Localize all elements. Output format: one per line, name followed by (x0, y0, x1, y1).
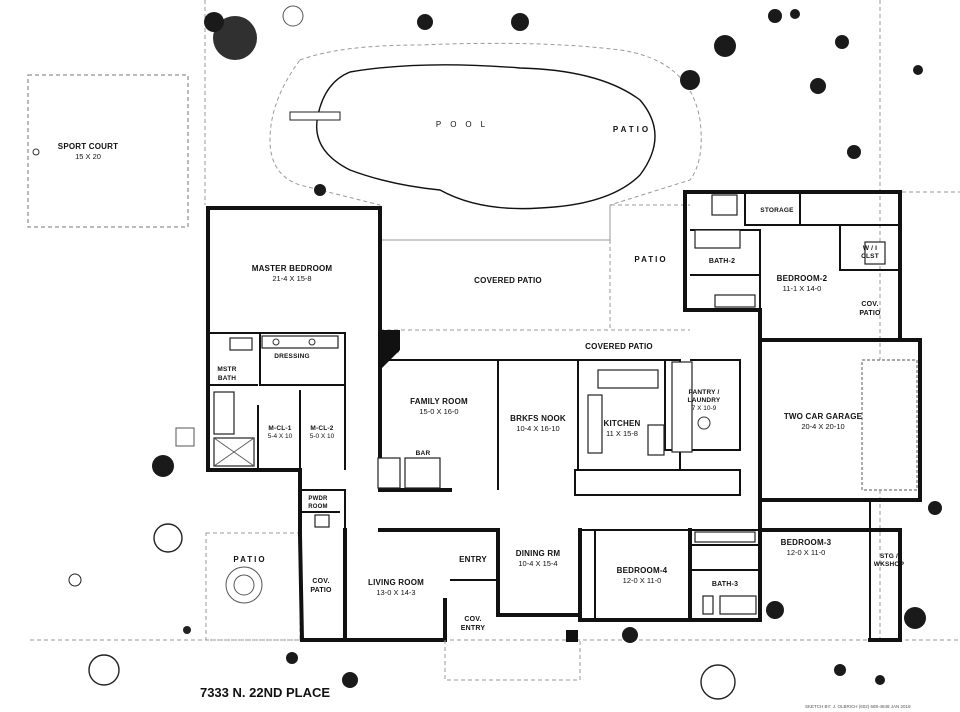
cov-patio-right-label: COV. (861, 301, 878, 308)
cov-entry-label: COV. (464, 616, 481, 623)
fixtures (213, 194, 918, 615)
landscaping (68, 9, 942, 700)
cov-entry-label-2: ENTRY (461, 625, 486, 632)
mcl2-label: M-CL-2 (310, 425, 333, 432)
pool-label: POOL (436, 120, 494, 129)
stg-label: STG / (880, 553, 898, 560)
master-bedroom-dim: 21-4 X 15-8 (272, 274, 311, 283)
sport-court-dim: 15 X 20 (75, 152, 101, 161)
pwdr-label: PWDR (308, 496, 328, 502)
mstr-bath-label-2: BATH (218, 375, 236, 382)
front-patio (205, 532, 301, 641)
wcl-label: W / I (863, 245, 877, 252)
brkfs-nook-label: BRKFS NOOK (510, 414, 566, 423)
room-labels: MASTER BEDROOM 21-4 X 15-8 DRESSING MSTR… (217, 207, 904, 632)
address-title: 7333 N. 22ND PLACE (200, 685, 330, 700)
patio-mid-label: PATIO (634, 255, 667, 264)
living-label: LIVING ROOM (368, 578, 424, 587)
garage-dim: 20-4 X 20-10 (801, 422, 844, 431)
patio-pool-label: PATIO (613, 125, 651, 134)
bedroom2-label: BEDROOM-2 (777, 274, 828, 283)
bedroom3-dim: 12-0 X 11-0 (787, 548, 826, 557)
brkfs-nook-dim: 10-4 X 16-10 (516, 424, 559, 433)
pantry-label-2: LAUNDRY (688, 397, 721, 404)
mcl1-dim: 5-4 X 10 (268, 433, 293, 440)
family-room-label: FAMILY ROOM (410, 397, 468, 406)
cov-patio-left-label: COV. (312, 578, 329, 585)
cov-patio-left-label-2: PATIO (310, 587, 332, 594)
bath2-label: BATH-2 (709, 258, 735, 265)
stg-label-2: WKSHOP (874, 561, 905, 568)
patio-front-label: PATIO (233, 555, 266, 564)
sport-court-label: SPORT COURT (58, 142, 118, 151)
entry-label: ENTRY (459, 555, 487, 564)
pwdr-label-2: ROOM (308, 504, 327, 510)
kitchen-label: KITCHEN (604, 419, 641, 428)
covered-patio-top-label: COVERED PATIO (474, 276, 542, 285)
bedroom2-dim: 11-1 X 14-0 (783, 284, 822, 293)
family-room-dim: 15-0 X 16-0 (419, 407, 458, 416)
bedroom4-dim: 12-0 X 11-0 (623, 576, 662, 585)
step-block (566, 630, 578, 642)
bar-label: BAR (416, 450, 431, 457)
pool (316, 64, 656, 210)
bedroom4-label: BEDROOM-4 (617, 566, 668, 575)
interior-walls (208, 192, 900, 640)
fp-label: FP (391, 349, 400, 356)
covered-patio-mid-label: COVERED PATIO (585, 342, 653, 351)
living-dim: 13-0 X 14-3 (376, 588, 415, 597)
bedroom3-label: BEDROOM-3 (781, 538, 832, 547)
sport-court (27, 74, 189, 228)
exterior-walls (206, 190, 922, 642)
master-bedroom-label: MASTER BEDROOM (252, 264, 333, 273)
mcl1-label: M-CL-1 (268, 425, 291, 432)
bath3-label: BATH-3 (712, 581, 738, 588)
kitchen-dim: 11 X 15-8 (606, 429, 638, 438)
sketch-credit: SKETCH BY: J. OLBRICH (602) 688-4848 JAN… (805, 704, 911, 709)
mstr-bath-label: MSTR (217, 366, 236, 373)
wcl-label-2: CLST (861, 253, 879, 260)
pantry-label: PANTRY / (688, 389, 719, 396)
cov-patio-right-label-2: PATIO (859, 310, 881, 317)
mcl2-dim: 5-0 X 10 (310, 433, 335, 440)
storage-label: STORAGE (760, 207, 794, 214)
dining-dim: 10-4 X 15-4 (518, 559, 557, 568)
pool-deck (269, 42, 702, 241)
garage-label: TWO CAR GARAGE (784, 412, 863, 421)
dining-label: DINING RM (516, 549, 561, 558)
pantry-dim: 7 X 10-9 (692, 405, 717, 412)
dressing-label: DRESSING (274, 353, 310, 360)
